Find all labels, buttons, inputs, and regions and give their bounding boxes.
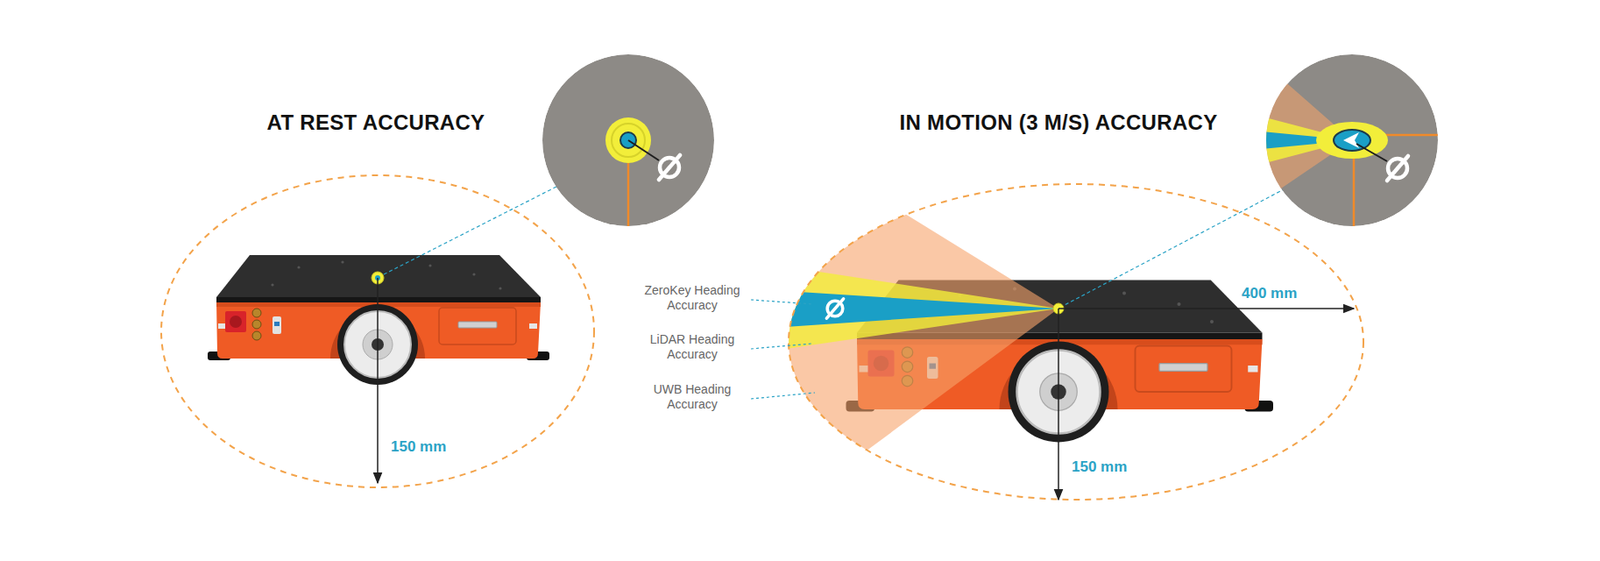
callout-label: ZeroKey Heading Accuracy	[637, 283, 747, 314]
dimension-arrow	[1057, 308, 1060, 500]
zerokey-heading-cone	[744, 288, 1059, 330]
zoom-inset-part	[627, 162, 631, 230]
dimension-label: 150 mm	[390, 438, 447, 456]
leader-line	[750, 392, 815, 399]
zoom-inset-part	[1356, 143, 1388, 162]
dimension-arrow	[1058, 307, 1354, 310]
section-heading: IN MOTION (3 M/S) ACCURACY	[899, 110, 1218, 136]
callout-label: LiDAR Heading Accuracy	[637, 332, 747, 363]
zoom-inset-part	[1343, 132, 1360, 149]
at-rest-panel	[161, 54, 715, 488]
in-motion-panel	[744, 54, 1442, 541]
lidar-heading-cone	[744, 260, 1059, 355]
zoom-inset-part	[1387, 155, 1409, 181]
zoom-inset-part	[1316, 121, 1388, 159]
dimension-arrow	[376, 277, 379, 483]
zoom-inset	[1261, 54, 1442, 230]
agv-robot	[207, 254, 550, 385]
zerokey-logo	[826, 298, 843, 319]
heading-cones	[744, 114, 1059, 541]
leader-line	[750, 343, 812, 349]
dimension-label: 150 mm	[1071, 458, 1127, 476]
callout-label: UWB Heading Accuracy	[637, 382, 747, 413]
leader-line	[382, 186, 557, 276]
zoom-inset-part	[658, 155, 680, 180]
accuracy-ellipse	[161, 175, 595, 488]
zoom-inset-part	[1352, 153, 1356, 230]
section-heading: AT REST ACCURACY	[267, 110, 486, 136]
zoom-inset-part	[628, 140, 659, 161]
zoom-inset	[542, 54, 715, 230]
leader-line	[750, 299, 814, 305]
dimension-label: 400 mm	[1241, 284, 1297, 303]
uwb-heading-cone	[744, 114, 1059, 541]
accuracy-ellipse	[788, 184, 1364, 500]
